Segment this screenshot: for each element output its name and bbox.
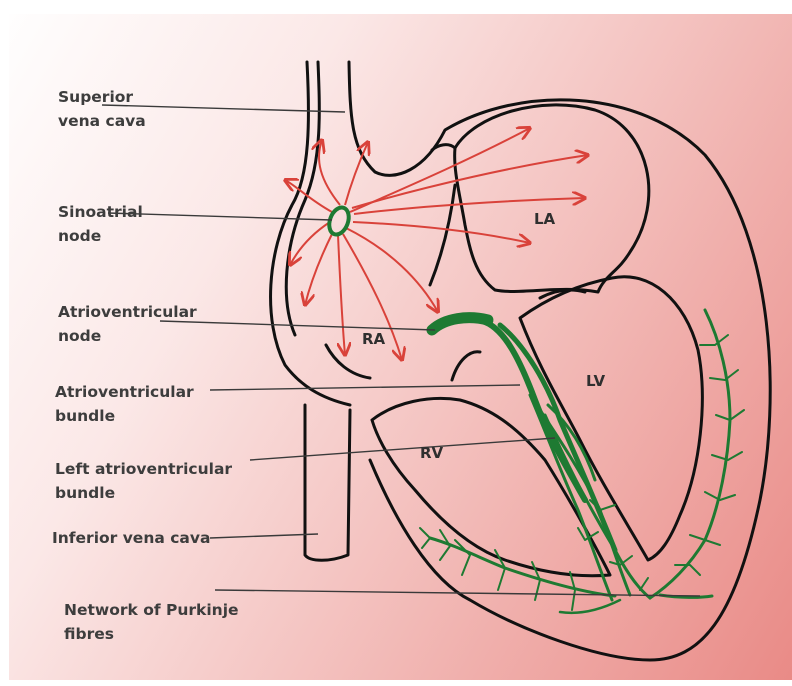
atrial-septum [430, 185, 455, 285]
label-left-atrioventricular-bundle: Left atrioventricular bundle [55, 457, 232, 505]
label-atrioventricular-node: Atrioventricular node [58, 300, 197, 348]
impulse-arrow [338, 235, 345, 355]
tricuspid-flap [326, 345, 370, 378]
impulse-arrow [353, 222, 530, 243]
leader-line [160, 321, 435, 330]
atrioventricular-bundle [485, 322, 585, 500]
label-superior-vena-cava: Superior vena cava [58, 85, 146, 133]
septum-flap [452, 352, 480, 380]
leader-line [250, 438, 555, 460]
purkinje-twig [675, 335, 744, 575]
label-inferior-vena-cava: Inferior vena cava [52, 526, 210, 550]
chamber-label-right-ventricle: RV [420, 444, 443, 462]
chamber-label-left-atrium: LA [534, 210, 555, 228]
purkinje-fibre [560, 600, 620, 613]
outer-wall [349, 62, 770, 660]
label-purkinje-network: Network of Purkinje fibres [64, 598, 239, 646]
leader-line [210, 385, 520, 390]
chamber-label-right-atrium: RA [362, 330, 385, 348]
purkinje-fibre [650, 310, 730, 598]
inner-wall-left [286, 62, 319, 335]
impulse-arrow [345, 142, 368, 205]
inferior-vena-cava [305, 405, 350, 560]
impulse-arrow [305, 232, 333, 305]
leader-line [210, 534, 318, 538]
chamber-label-left-ventricle: LV [586, 372, 605, 390]
purkinje-twig [420, 528, 575, 610]
impulse-arrow [319, 140, 340, 205]
label-sinoatrial-node: Sinoatrial node [58, 200, 143, 248]
impulse-arrow [346, 228, 438, 312]
atrioventricular-node [432, 318, 488, 330]
label-atrioventricular-bundle: Atrioventricular bundle [55, 380, 194, 428]
